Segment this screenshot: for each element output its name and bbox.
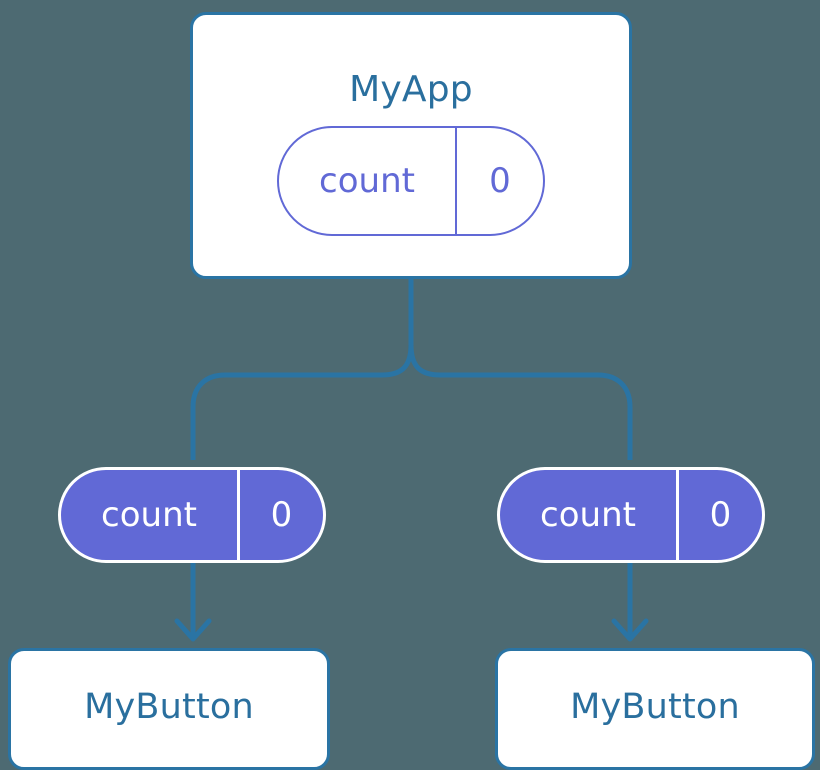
- arrowhead-right-icon: [611, 618, 649, 642]
- state-pill-right-name: count: [540, 495, 636, 535]
- component-card-mybutton-right-label: MyButton: [570, 687, 740, 727]
- state-pill-myapp-name: count: [319, 161, 415, 201]
- state-pill-myapp-value: 0: [455, 128, 543, 234]
- state-pill-left[interactable]: count 0: [58, 467, 326, 563]
- component-card-myapp-label: MyApp: [349, 69, 473, 110]
- state-pill-right[interactable]: count 0: [497, 467, 765, 563]
- arrowhead-left-icon: [174, 618, 212, 642]
- component-card-mybutton-right[interactable]: MyButton: [495, 648, 815, 770]
- state-pill-left-value: 0: [237, 470, 323, 560]
- component-card-mybutton-left-label: MyButton: [84, 687, 254, 727]
- state-pill-left-name: count: [101, 495, 197, 535]
- state-pill-right-value: 0: [676, 470, 762, 560]
- component-card-mybutton-left[interactable]: MyButton: [8, 648, 330, 770]
- state-pill-myapp[interactable]: count 0: [277, 126, 545, 236]
- wire-branch-left: [190, 344, 414, 460]
- wire-branch-right: [408, 344, 633, 460]
